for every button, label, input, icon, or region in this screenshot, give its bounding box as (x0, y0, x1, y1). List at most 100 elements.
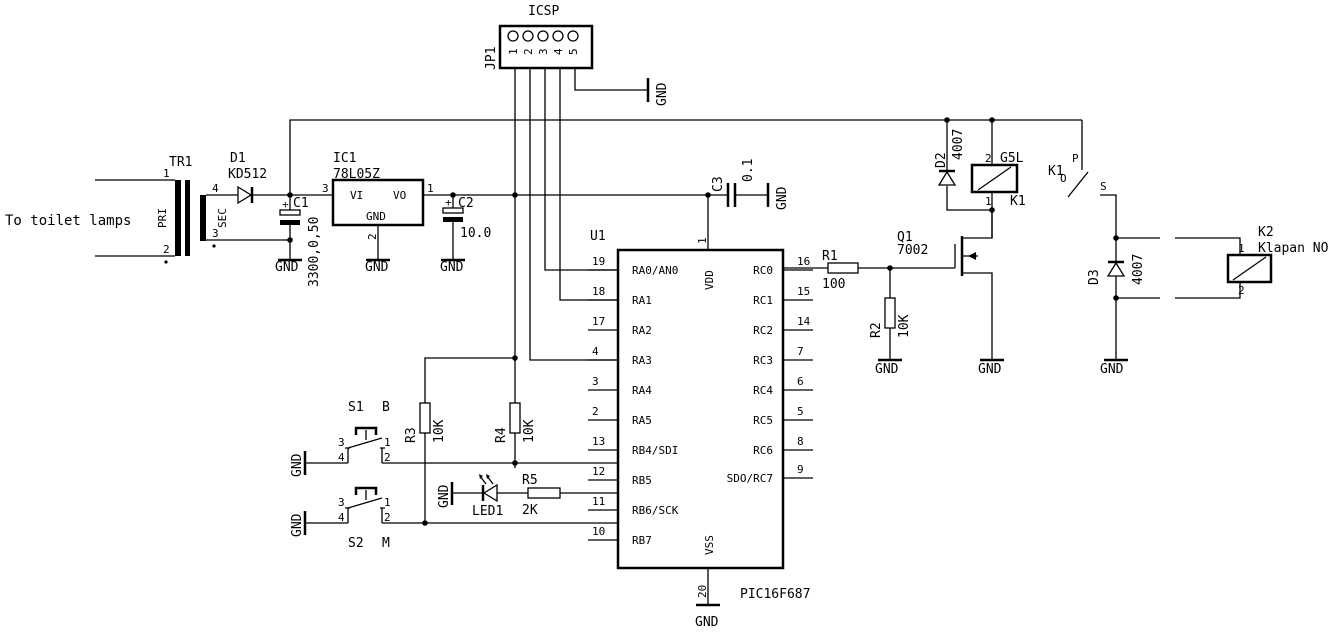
icsp-pin-1: 1 (507, 48, 520, 55)
icsp-header: ICSP 1 2 3 4 5 JP1 (484, 4, 594, 70)
switch-s2: S2 M 3 1 4 2 (305, 486, 618, 551)
s2-ref: S2 (348, 536, 364, 551)
k1-contact-wires (1067, 120, 1117, 360)
ic1-pin-3: 3 (322, 182, 329, 195)
u1-left-pin-name: RA5 (632, 414, 652, 427)
valve-k2: K2 Klapan NO 1 2 (1226, 225, 1329, 297)
s1-actuator (354, 426, 378, 435)
s2-pin-3: 3 (338, 496, 345, 509)
u1-left-pin-name: RB7 (632, 534, 652, 547)
u1-right-pin-number: 9 (797, 463, 804, 476)
u1-vss-pin: 20 (696, 585, 709, 598)
tr1-secondary-winding (200, 195, 206, 241)
ic1-pin-1: 1 (427, 182, 434, 195)
r2-value: 10K (897, 314, 912, 338)
u1-right-pin-name: RC5 (753, 414, 773, 427)
tr1-pin-1: 1 (163, 167, 170, 180)
gnd-label-u1: GND (695, 615, 719, 630)
capacitor-c3: C3 0.1 (707, 159, 768, 250)
ic1-pin-2: 2 (366, 233, 379, 240)
gnd-label-c3: GND (775, 186, 790, 210)
microcontroller-u1: U1 VDD VSS 1 20 PIC16F687 19RA0/AN018RA1… (588, 229, 813, 605)
tr1-ref: TR1 (169, 155, 192, 170)
u1-right-pin-name: RC0 (753, 264, 773, 277)
icsp-pad-5 (567, 30, 579, 42)
led1-light-rays (479, 475, 494, 485)
u1-vss-label: VSS (703, 535, 716, 555)
q1-drain-source (962, 210, 993, 360)
u1-left-pin-number: 19 (592, 255, 605, 268)
led1-triangle (482, 483, 498, 503)
k1-model: G5L (1000, 151, 1024, 166)
r5-value: 2K (522, 503, 538, 518)
ic1-vo-label: VO (393, 189, 406, 202)
d3-triangle (1106, 261, 1126, 277)
u1-right-pin-number: 16 (797, 255, 810, 268)
r5-ref: R5 (522, 473, 538, 488)
q1-ref: Q1 (897, 230, 913, 245)
icsp-pin-2: 2 (522, 48, 535, 55)
icsp-pin-3: 3 (537, 48, 550, 55)
r4-ref: R4 (494, 427, 509, 443)
d2-triangle (937, 170, 957, 186)
s2-actuator (354, 486, 378, 495)
u1-right-pin-name: RC2 (753, 324, 773, 337)
u1-left-pin-number: 2 (592, 405, 599, 418)
u1-right-pin-name: RC4 (753, 384, 773, 397)
ic1-ref: IC1 (333, 151, 356, 166)
s2-pin-2: 2 (384, 511, 391, 524)
u1-left-pins: 19RA0/AN018RA117RA24RA33RA42RA513RB4/SDI… (588, 255, 679, 547)
s2-pin-1: 1 (384, 496, 391, 509)
s2-label: M (382, 536, 390, 551)
u1-left-pin-name: RB4/SDI (632, 444, 678, 457)
r3-ref: R3 (404, 427, 419, 443)
r3-body (419, 402, 431, 434)
c2-plate-negative (443, 217, 463, 222)
tr1-primary-winding (175, 180, 181, 256)
gnd-label-led: GND (437, 484, 452, 508)
r2-ref: R2 (869, 322, 884, 338)
d1-triangle (237, 185, 253, 205)
c1-plate-negative (280, 220, 300, 225)
u1-right-pin-name: RC6 (753, 444, 773, 457)
u1-right-pin-number: 5 (797, 405, 804, 418)
capacitor-c2: + C2 10.0 (442, 195, 491, 260)
gnd-label-c1: GND (275, 260, 299, 275)
tr1-phase-dot-pri (164, 260, 168, 264)
gnd-label-d3: GND (1100, 362, 1124, 377)
tr1-pin-4: 4 (212, 182, 219, 195)
relay-k1-coil: G5L K1 2 1 (970, 120, 1026, 238)
u1-right-pin-name: SDO/RC7 (727, 472, 773, 485)
icsp-pad-2 (522, 30, 534, 42)
icsp-body (498, 24, 594, 70)
icsp-pad-3 (537, 30, 549, 42)
transformer-tr1: TR1 1 2 4 3 PRI SEC (95, 155, 290, 264)
u1-left-pin-name: RA2 (632, 324, 652, 337)
u1-right-pin-number: 7 (797, 345, 804, 358)
u1-left-pin-name: RA0/AN0 (632, 264, 678, 277)
k1-contact-o: O (1060, 172, 1067, 185)
c1-value: 3300,0,50 (307, 217, 322, 287)
u1-left-pin-number: 13 (592, 435, 605, 448)
diode-d3: D3 4007 (1087, 254, 1146, 285)
r1-body (827, 262, 859, 274)
resistor-r1: R1 100 (783, 249, 890, 292)
r2-body (884, 297, 896, 329)
s2-contacts (345, 497, 385, 523)
k1-coil-pin-2: 2 (985, 152, 992, 165)
u1-left-pin-name: RA4 (632, 384, 652, 397)
d1-ref: D1 (230, 151, 246, 166)
ic1-vi-label: VI (350, 189, 363, 202)
d3-value: 4007 (1131, 254, 1146, 285)
u1-left-pin-number: 3 (592, 375, 599, 388)
c2-plate-positive (442, 207, 464, 214)
u1-left-pin-name: RA1 (632, 294, 652, 307)
tr1-primary-leads (95, 179, 175, 257)
r3-pullup-wire (424, 357, 515, 403)
c3-ref: C3 (711, 176, 726, 192)
mosfet-q1: Q1 7002 (890, 210, 993, 360)
tr1-phase-dot-sec (212, 244, 216, 248)
u1-right-pin-number: 8 (797, 435, 804, 448)
c2-value: 10.0 (460, 226, 491, 241)
